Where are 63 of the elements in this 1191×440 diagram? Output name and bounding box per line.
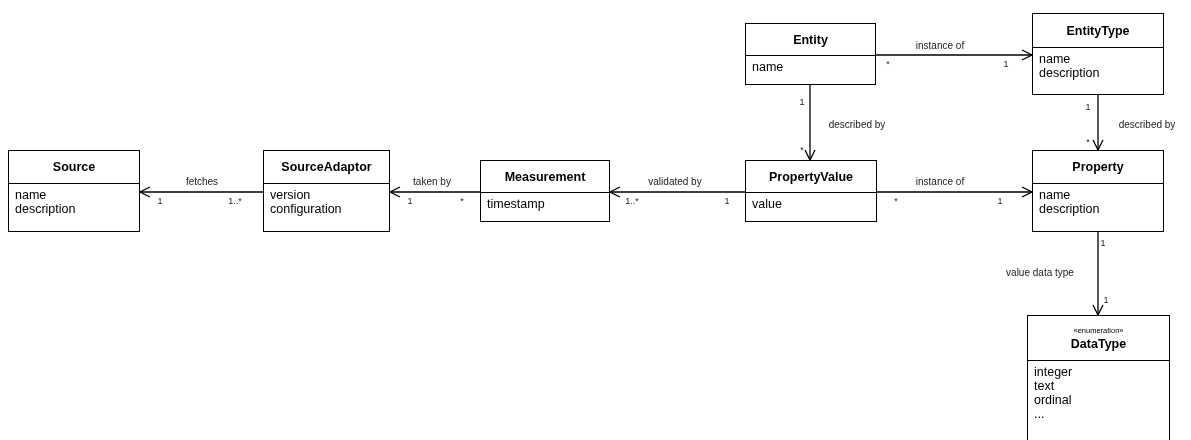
multiplicity-label: * <box>800 145 804 155</box>
class-name: EntityType <box>1066 23 1130 38</box>
attribute-text: description <box>1039 202 1100 216</box>
class-name: Source <box>52 160 96 174</box>
class-box <box>1032 13 1164 95</box>
attribute-text: text <box>1034 379 1055 393</box>
attribute-text: name <box>1039 188 1071 202</box>
edge-label: fetches <box>184 175 220 187</box>
multiplicity-label: 1 <box>157 196 163 206</box>
association-arrow <box>1092 231 1104 316</box>
multiplicity-label: 1 <box>1085 102 1091 112</box>
multiplicity-label: 1 <box>724 196 730 206</box>
class-name: PropertyValue <box>768 169 854 184</box>
class-box <box>1032 150 1164 232</box>
class-box <box>480 160 610 222</box>
multiplicity-label: 1 <box>799 97 805 107</box>
attribute-text: value <box>752 197 782 211</box>
multiplicity-label: * <box>894 196 898 206</box>
multiplicity-label: * <box>886 59 890 69</box>
multiplicity-label: 1 <box>1103 295 1109 305</box>
class-box <box>8 150 140 232</box>
edge-label: validated by <box>647 175 703 187</box>
association-arrow <box>609 186 746 198</box>
class-name: DataType <box>1070 336 1127 351</box>
edge-label: instance of <box>914 39 966 51</box>
multiplicity-label: * <box>460 196 464 206</box>
attribute-text: timestamp <box>487 197 545 211</box>
class-name: Property <box>1072 160 1124 174</box>
association-arrow <box>876 186 1033 198</box>
class-box <box>1027 315 1170 440</box>
attribute-text: description <box>1039 66 1100 80</box>
edge-label: described by <box>1117 118 1177 130</box>
class-box <box>745 160 877 222</box>
multiplicity-label: 1..* <box>228 196 242 206</box>
multiplicity-label: 1 <box>407 196 413 206</box>
attribute-text: name <box>15 188 47 202</box>
class-box <box>745 23 876 85</box>
attribute-text: configuration <box>270 202 342 216</box>
edge-label: value data type <box>1005 266 1075 278</box>
class-name: SourceAdaptor <box>281 160 372 174</box>
association-arrow <box>875 49 1033 61</box>
multiplicity-label: 1..* <box>625 196 639 206</box>
edge-label: taken by <box>412 175 452 187</box>
multiplicity-label: * <box>1086 137 1090 147</box>
class-name: Measurement <box>504 169 586 184</box>
multiplicity-label: 1 <box>997 196 1003 206</box>
multiplicity-label: 1 <box>1003 59 1009 69</box>
association-arrow <box>389 186 481 198</box>
attribute-text: name <box>1039 52 1071 66</box>
attribute-text: integer <box>1034 365 1073 379</box>
association-arrow <box>804 84 816 161</box>
association-arrow <box>139 186 264 198</box>
attribute-text: ordinal <box>1034 393 1072 407</box>
edge-label: instance of <box>914 175 966 187</box>
attribute-text: version <box>270 188 311 202</box>
association-arrow <box>1092 94 1104 151</box>
attribute-text: description <box>15 202 76 216</box>
class-name: Entity <box>793 32 828 47</box>
attribute-text: name <box>752 60 784 74</box>
multiplicity-label: 1 <box>1100 238 1106 248</box>
class-box <box>263 150 390 232</box>
edge-label: described by <box>827 118 887 130</box>
attribute-text: ... <box>1034 407 1045 421</box>
